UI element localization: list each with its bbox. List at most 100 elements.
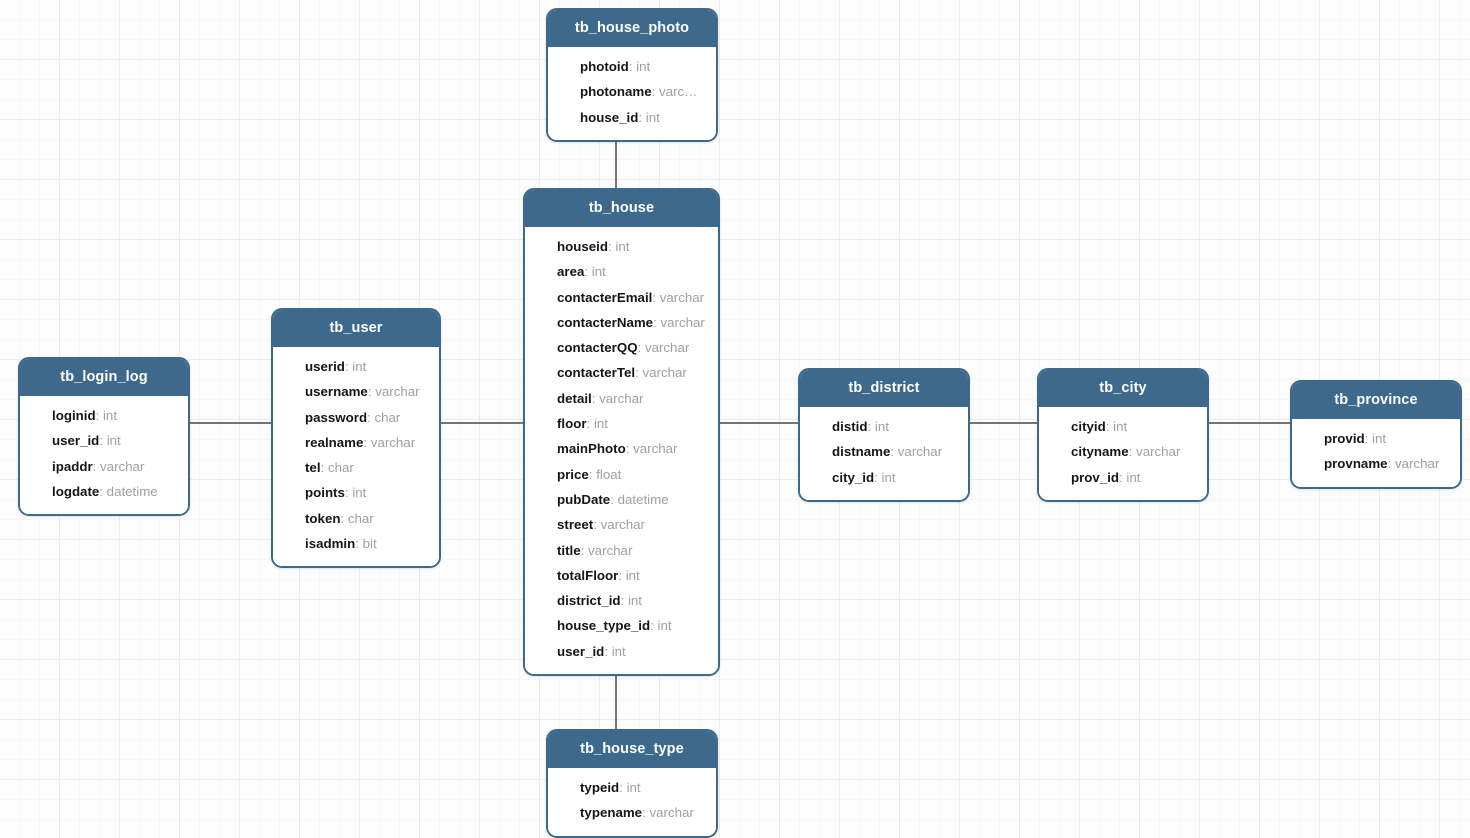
connector-district-to-city: [970, 422, 1037, 424]
field-separator: :: [642, 805, 650, 821]
field-type: varchar: [599, 390, 644, 406]
field-row[interactable]: contacterTel: varchar: [525, 360, 718, 385]
field-separator: :: [607, 239, 616, 254]
field-separator: :: [586, 416, 594, 432]
connector-login_log-to-user: [190, 422, 271, 424]
field-separator: :: [890, 444, 898, 460]
field-name: photoname: [580, 84, 652, 100]
field-separator: :: [99, 433, 107, 449]
field-separator: :: [635, 365, 643, 381]
field-type: int: [881, 469, 896, 485]
field-row[interactable]: logdate: datetime: [20, 479, 188, 504]
field-type: varchar: [375, 384, 420, 400]
field-row[interactable]: title: varchar: [525, 538, 718, 563]
field-row[interactable]: pubDate: datetime: [525, 487, 718, 512]
field-type: varchar: [642, 365, 687, 381]
field-type: int: [645, 109, 660, 125]
field-row[interactable]: user_id: int: [20, 428, 188, 453]
field-row[interactable]: totalFloor: int: [525, 563, 718, 588]
entity-title-tb_house_photo: tb_house_photo: [548, 10, 716, 47]
field-separator: :: [584, 264, 592, 280]
field-row[interactable]: contacterQQ: varchar: [525, 335, 718, 360]
field-separator: :: [344, 485, 353, 501]
field-row[interactable]: cityid: int: [1039, 414, 1207, 439]
field-type: varchar: [588, 542, 633, 558]
field-separator: :: [588, 466, 597, 482]
field-row[interactable]: isadmin: bit: [273, 531, 439, 556]
field-row[interactable]: userid: int: [273, 354, 439, 379]
field-row[interactable]: houseid: int: [525, 234, 718, 259]
field-name: houseid: [557, 239, 608, 254]
field-row[interactable]: distname: varchar: [800, 439, 968, 464]
field-type: varchar: [660, 314, 705, 330]
field-row[interactable]: prov_id: int: [1039, 465, 1207, 490]
field-row[interactable]: house_id: int: [548, 105, 716, 130]
field-row[interactable]: points: int: [273, 480, 439, 505]
field-row[interactable]: photoid: int: [548, 54, 716, 79]
field-name: totalFloor: [557, 567, 619, 583]
field-row[interactable]: typeid: int: [548, 775, 716, 800]
field-name: distname: [832, 444, 891, 460]
field-row[interactable]: ipaddr: varchar: [20, 454, 188, 479]
field-row[interactable]: mainPhoto: varchar: [525, 436, 718, 461]
field-row[interactable]: price: float: [525, 462, 718, 487]
field-row[interactable]: provname: varchar: [1292, 451, 1460, 476]
field-separator: :: [610, 491, 618, 507]
field-type: int: [874, 419, 889, 434]
field-row[interactable]: house_type_id: int: [525, 613, 718, 638]
field-row[interactable]: photoname: varc…: [548, 79, 716, 104]
field-row[interactable]: detail: varchar: [525, 386, 718, 411]
field-row[interactable]: password: char: [273, 405, 439, 430]
field-row[interactable]: district_id: int: [525, 588, 718, 613]
connector-user-to-house: [441, 422, 523, 424]
field-row[interactable]: city_id: int: [800, 465, 968, 490]
connector-house-to-house_type: [615, 665, 617, 729]
field-row[interactable]: street: varchar: [525, 512, 718, 537]
field-row[interactable]: loginid: int: [20, 403, 188, 428]
field-separator: :: [637, 340, 645, 356]
field-row[interactable]: realname: varchar: [273, 430, 439, 455]
field-name: price: [557, 466, 589, 482]
field-row[interactable]: tel: char: [273, 455, 439, 480]
field-separator: :: [625, 441, 634, 457]
field-separator: :: [618, 567, 626, 583]
field-name: photoid: [580, 59, 629, 74]
field-type: int: [626, 780, 641, 795]
field-row[interactable]: provid: int: [1292, 426, 1460, 451]
field-row[interactable]: contacterEmail: varchar: [525, 285, 718, 310]
field-name: ipaddr: [52, 458, 93, 474]
field-type: int: [106, 433, 121, 449]
field-type: int: [352, 485, 367, 501]
field-name: userid: [305, 359, 345, 374]
field-name: contacterName: [557, 314, 654, 330]
field-type: int: [1113, 419, 1128, 434]
field-name: password: [305, 409, 368, 425]
field-row[interactable]: typename: varchar: [548, 800, 716, 825]
field-name: typename: [580, 805, 643, 821]
field-row[interactable]: floor: int: [525, 411, 718, 436]
field-type: int: [657, 618, 672, 634]
field-row[interactable]: area: int: [525, 259, 718, 284]
field-row[interactable]: cityname: varchar: [1039, 439, 1207, 464]
field-name: provname: [1324, 456, 1388, 472]
field-separator: :: [1105, 419, 1114, 434]
field-separator: :: [593, 517, 601, 533]
field-row[interactable]: username: varchar: [273, 379, 439, 404]
field-row[interactable]: distid: int: [800, 414, 968, 439]
field-row[interactable]: token: char: [273, 506, 439, 531]
field-row[interactable]: user_id: int: [525, 639, 718, 664]
field-name: contacterTel: [557, 365, 636, 381]
field-row[interactable]: contacterName: varchar: [525, 310, 718, 335]
